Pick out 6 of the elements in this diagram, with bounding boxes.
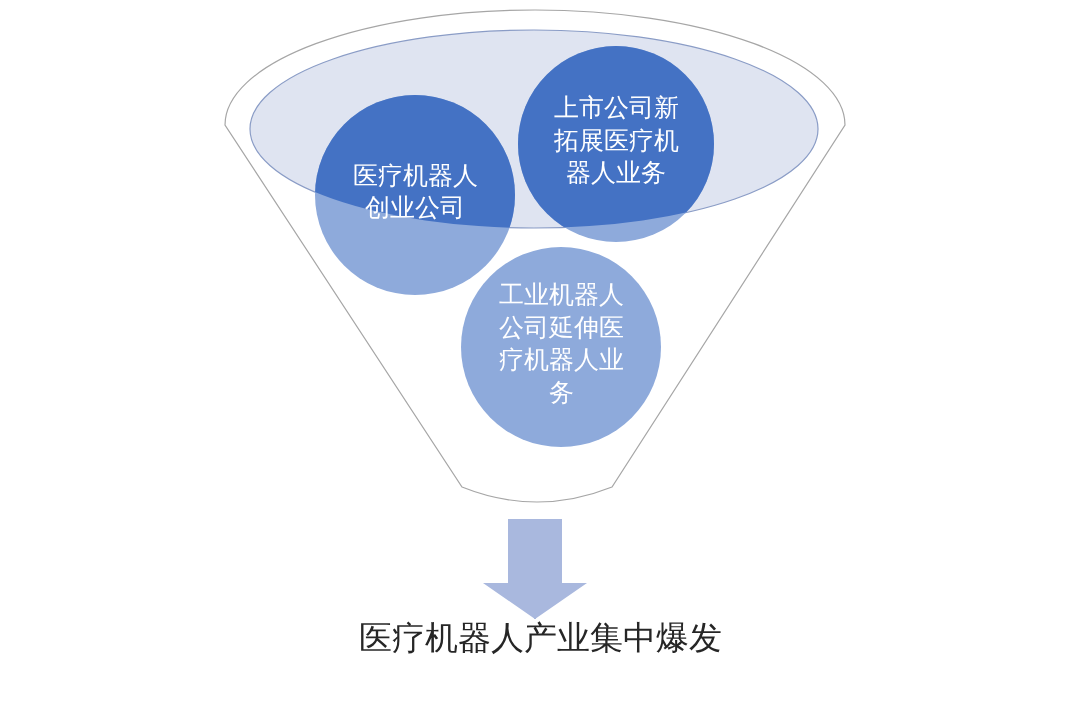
circle-label: 工业机器人公司延伸医疗机器人业务 — [497, 279, 625, 409]
category-circle — [518, 46, 714, 242]
category-circle — [461, 247, 661, 447]
result-text: 医疗机器人产业集中爆发 — [358, 620, 722, 657]
circle-label: 上市公司新拓展医疗机器人业务 — [552, 92, 680, 189]
circle-label: 医疗机器人创业公司 — [351, 159, 479, 224]
